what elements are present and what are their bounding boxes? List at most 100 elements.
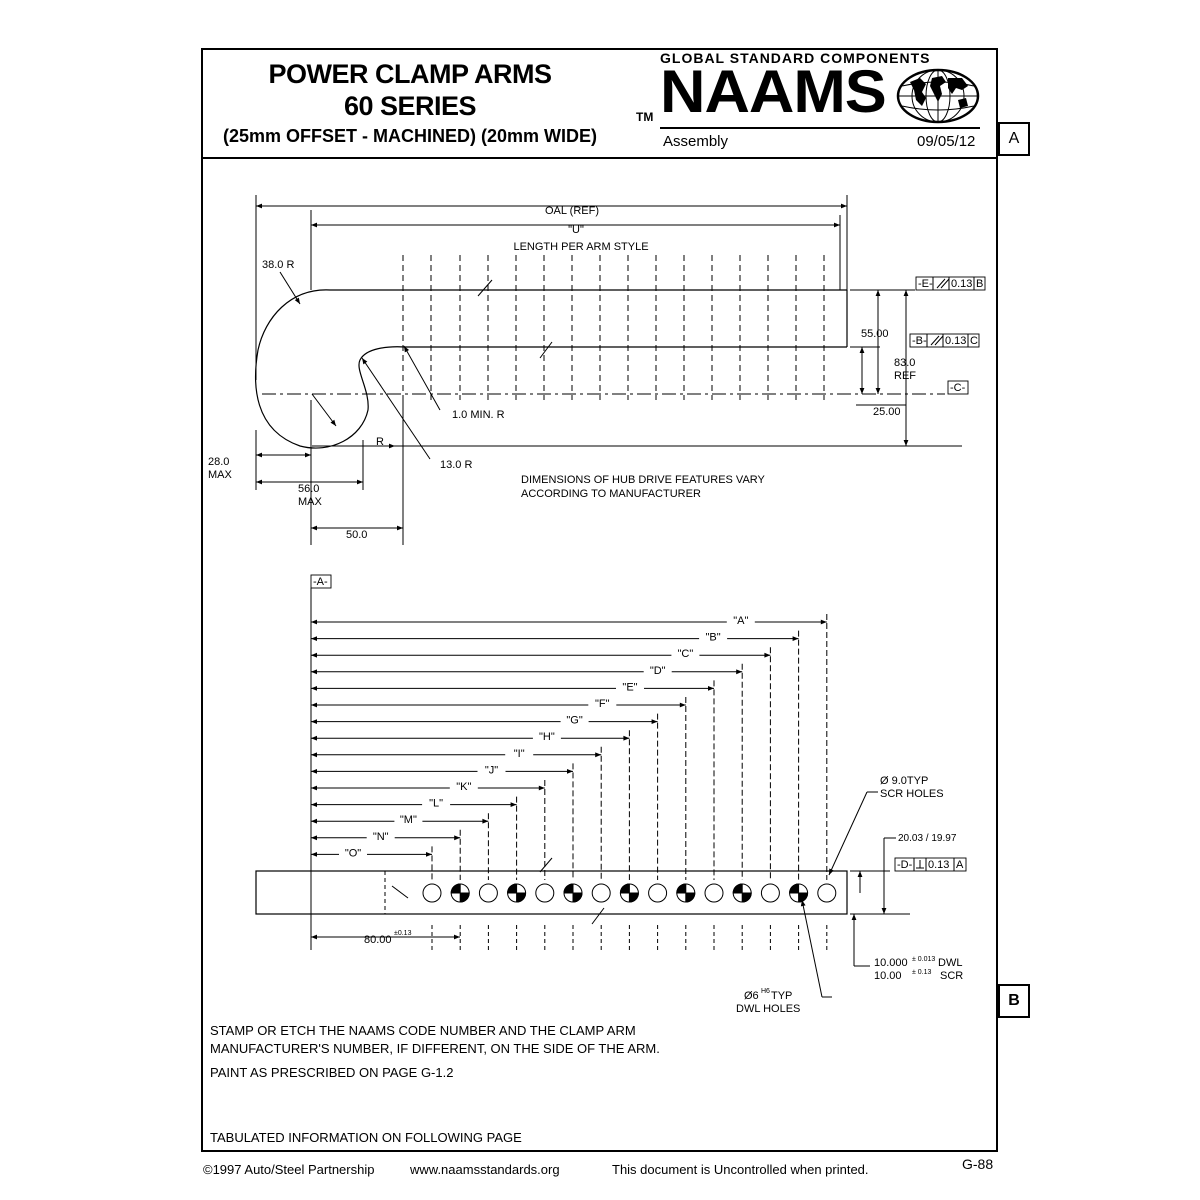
length-note: LENGTH PER ARM STYLE [513, 241, 648, 253]
length-label-mask [699, 630, 728, 642]
revision-date: 09/05/12 [917, 133, 976, 150]
screw-hole [704, 883, 724, 903]
length-label: "A" [733, 615, 748, 627]
hole-pattern [422, 883, 837, 903]
bottom-view [255, 574, 967, 998]
length-labels: "A""B""C""D""E""F""G""H""I""J""K""L""M""… [339, 614, 755, 859]
dwl-typ-label: TYP [771, 990, 792, 1002]
datum-d-label: -D- [897, 859, 913, 871]
dim-80-tol-label: ±0.13 [394, 930, 412, 937]
dim-83-label: 83.0 [894, 357, 915, 369]
length-label: "D" [650, 665, 666, 677]
datum-e-label: -E- [918, 278, 933, 290]
length-label-mask [560, 713, 589, 725]
brand-logo-text: NAAMS [660, 58, 887, 125]
length-label-mask [616, 680, 644, 692]
length-label: "H" [539, 731, 555, 743]
copyright: ©1997 Auto/Steel Partnership [203, 1162, 375, 1177]
radius-1-label: 1.0 MIN. R [452, 409, 505, 421]
dowel-hole [450, 883, 470, 903]
length-label-mask [588, 697, 617, 708]
screw-hole [817, 883, 837, 903]
width-tolerance-label: 20.03 / 19.97 [898, 833, 957, 844]
screw-hole [478, 883, 498, 903]
ref-d-label: A [956, 859, 964, 871]
dowel-hole [732, 883, 752, 903]
dim-28-max-label: MAX [208, 469, 233, 481]
length-label: "E" [622, 681, 637, 693]
dim-50-label: 50.0 [346, 529, 367, 541]
dim-56-max-label: MAX [298, 496, 323, 508]
ref-b-label: C [970, 335, 978, 347]
length-label-mask [366, 829, 395, 841]
page-title: POWER CLAMP ARMS [268, 59, 552, 89]
trademark-mark: TM [636, 110, 654, 124]
brand-tagline: GLOBAL STANDARD COMPONENTS [660, 50, 931, 66]
dim-55-label: 55.00 [861, 328, 889, 340]
length-label: "J" [485, 764, 498, 776]
dwl-holes-label-1: Ø6 [744, 990, 759, 1002]
dim-56-label: 56.0 [298, 483, 319, 495]
screw-hole [648, 883, 668, 903]
tabulated-note: TABULATED INFORMATION ON FOLLOWING PAGE [210, 1130, 522, 1145]
pitch-scr-tol-label: ± 0.13 [912, 969, 932, 976]
pitch-scr-unit-label: SCR [940, 970, 963, 982]
page-number: G-88 [962, 1156, 994, 1172]
brand-rule [660, 127, 980, 129]
radius-r-label: R [376, 436, 384, 448]
uncontrolled-notice: This document is Uncontrolled when print… [612, 1162, 869, 1177]
page-description: (25mm OFFSET - MACHINED) (20mm WIDE) [222, 126, 598, 146]
hub-note-line2: ACCORDING TO MANUFACTURER [521, 488, 701, 500]
globe-icon [896, 68, 980, 124]
length-label: "G" [566, 715, 582, 727]
dim-83-ref-label: REF [894, 370, 916, 382]
length-label: "F" [595, 698, 610, 710]
length-label-mask [643, 663, 672, 675]
pitch-dwl-unit-label: DWL [938, 957, 962, 969]
length-label-mask [394, 813, 423, 825]
hub-note-line1: DIMENSIONS OF HUB DRIVE FEATURES VARY [521, 474, 766, 486]
ref-e-label: B [976, 278, 983, 290]
length-label: "K" [456, 781, 471, 793]
website-link[interactable]: www.naamsstandards.org [410, 1162, 560, 1177]
arm-side-outline [255, 870, 848, 915]
tol-d-label: 0.13 [928, 859, 949, 871]
dowel-hole [507, 883, 527, 903]
length-label-mask [671, 647, 700, 659]
length-label-mask [532, 730, 561, 742]
radius-38-label: 38.0 R [262, 259, 294, 271]
screw-hole [760, 883, 780, 903]
length-label: "N" [373, 831, 389, 843]
length-label: "L" [429, 798, 443, 810]
arm-break-lines [402, 255, 825, 400]
length-label: "O" [345, 847, 361, 859]
dowel-hole [789, 883, 809, 903]
dowel-hole [676, 883, 696, 903]
radius-13-label: 13.0 R [440, 459, 472, 471]
length-label-mask [339, 846, 367, 858]
length-label: "M" [400, 814, 417, 826]
tol-b-label: 0.13 [945, 335, 966, 347]
top-view-labels: OAL (REF) "U" LENGTH PER ARM STYLE 38.0 … [208, 205, 983, 541]
length-label: "B" [706, 632, 721, 644]
length-label-mask [477, 763, 506, 775]
screw-hole [591, 883, 611, 903]
length-label: "I" [514, 748, 525, 760]
title-divider [201, 157, 998, 159]
scr-holes-label-2: SCR HOLES [880, 788, 944, 800]
page-subtitle: 60 SERIES [343, 91, 477, 121]
clamp-arm-outline [254, 289, 847, 449]
dowel-hole [619, 883, 639, 903]
paint-note: PAINT AS PRESCRIBED ON PAGE G-1.2 [210, 1065, 454, 1080]
length-label-mask [422, 796, 451, 808]
top-view [254, 195, 986, 545]
dwl-holes-label-2: DWL HOLES [736, 1003, 800, 1015]
pitch-scr-label: 10.00 [874, 970, 902, 982]
dim-25-label: 25.00 [873, 406, 901, 418]
stamp-note-line2: MANUFACTURER'S NUMBER, IF DIFFERENT, ON … [210, 1041, 660, 1056]
screw-hole [422, 883, 442, 903]
length-label-mask [449, 780, 478, 791]
tol-e-label: 0.13 [951, 278, 972, 290]
